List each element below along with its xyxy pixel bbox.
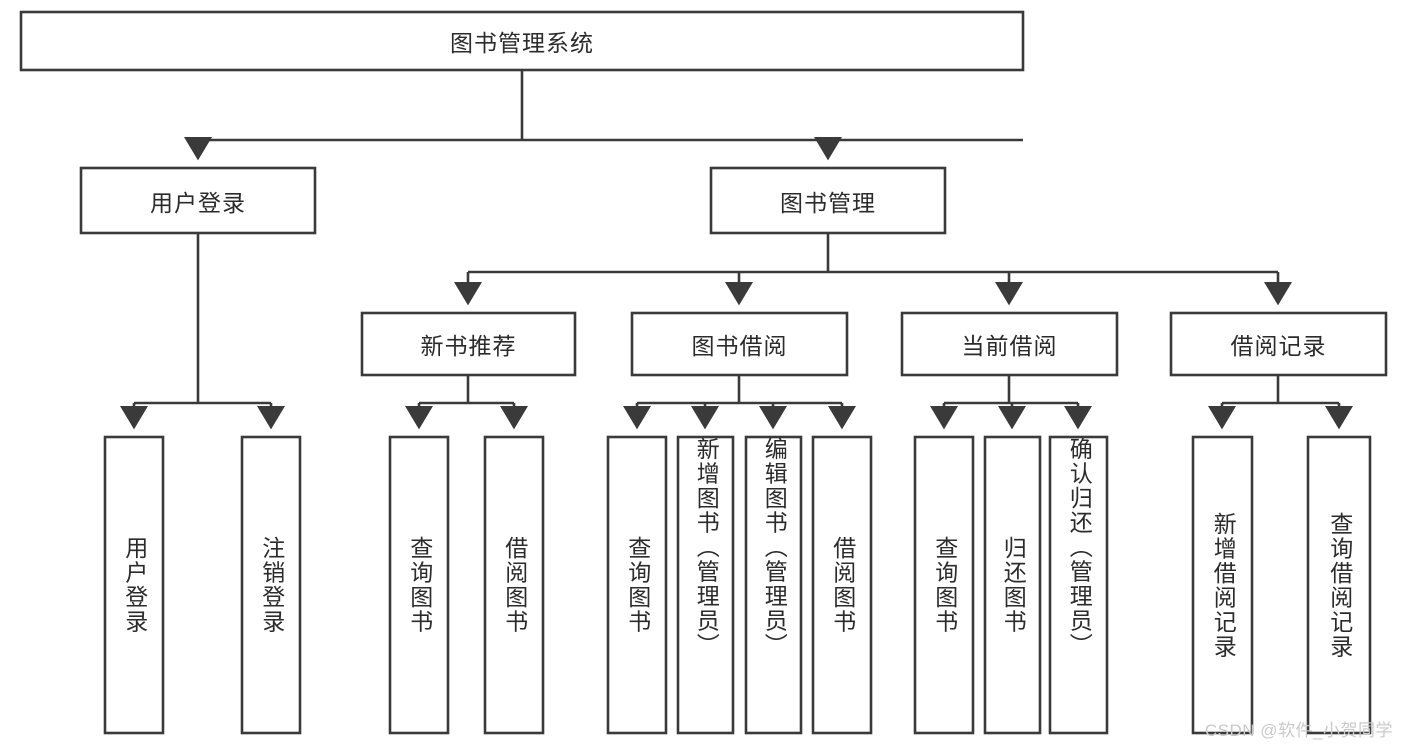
node-leaf-query-book-1[interactable] <box>388 435 450 735</box>
node-user-login[interactable] <box>79 166 317 235</box>
node-leaf-borrow-book-1[interactable] <box>483 435 545 735</box>
node-current-borrow[interactable] <box>900 311 1119 377</box>
node-leaf-logout[interactable] <box>240 435 302 735</box>
connector-borrow-to-leaves <box>622 375 857 430</box>
node-leaf-return-book[interactable] <box>983 435 1042 735</box>
node-root[interactable] <box>19 10 1025 72</box>
node-leaf-add-record[interactable] <box>1191 435 1254 735</box>
node-leaf-edit-book[interactable] <box>744 435 803 735</box>
node-leaf-query-record[interactable] <box>1306 435 1372 735</box>
node-book-management[interactable] <box>709 166 947 235</box>
connector-current-borrow-to-leaves <box>929 375 1093 430</box>
node-new-book-recommend[interactable] <box>360 311 577 377</box>
connector-new-book-to-leaves <box>404 375 529 430</box>
connector-user-login-to-leaves <box>119 233 286 430</box>
connector-book-mgmt-to-level2 <box>453 233 1293 306</box>
node-leaf-user-login[interactable] <box>103 435 165 735</box>
node-borrow-records[interactable] <box>1169 311 1388 377</box>
node-leaf-query-book-3[interactable] <box>913 435 975 735</box>
connector-root-to-level1 <box>183 70 1023 161</box>
node-leaf-add-book[interactable] <box>676 435 735 735</box>
connector-records-to-leaves <box>1207 375 1354 430</box>
node-leaf-confirm-return[interactable] <box>1048 435 1109 735</box>
node-leaf-borrow-book-2[interactable] <box>811 435 873 735</box>
node-leaf-query-book-2[interactable] <box>606 435 668 735</box>
node-book-borrow[interactable] <box>630 311 849 377</box>
watermark-text: CSDN @软件_小贺同学 <box>1204 721 1393 740</box>
